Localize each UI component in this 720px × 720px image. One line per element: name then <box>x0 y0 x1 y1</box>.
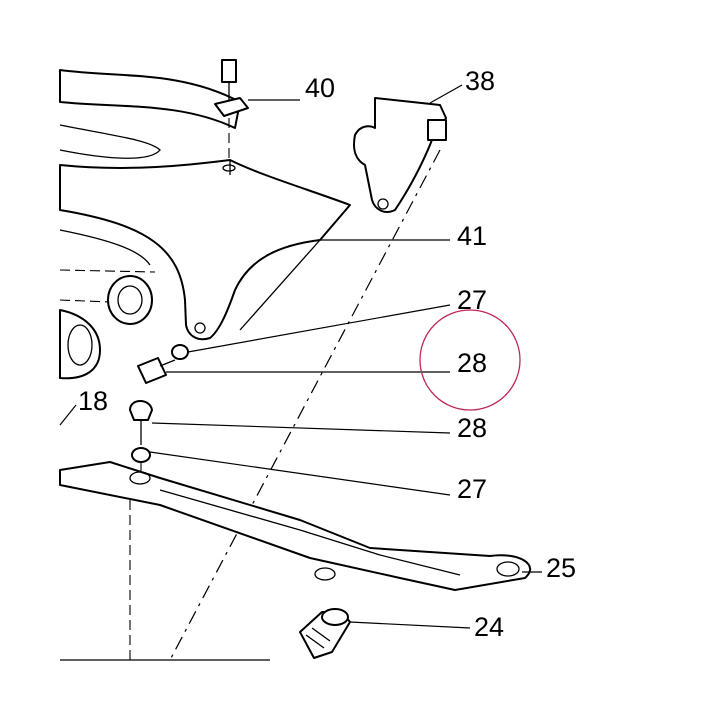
lower-bolt-group <box>129 400 153 480</box>
rail-rib <box>59 124 161 159</box>
plug-cap <box>321 608 349 626</box>
bushing-lower <box>59 309 101 380</box>
leader-lines <box>59 84 542 629</box>
bushings <box>59 275 153 380</box>
highlight-circle <box>419 309 521 411</box>
frame-structure <box>59 69 351 341</box>
bushing-upper-inner <box>117 285 143 315</box>
stud-nut <box>221 59 237 83</box>
washer-lower <box>131 447 151 463</box>
leader-24 <box>349 621 471 629</box>
support-bar <box>59 461 532 591</box>
bushing-lower-inner <box>67 324 93 366</box>
hidden-line-1 <box>59 269 156 273</box>
hidden-line-2 <box>59 299 111 303</box>
bracket-bolt-hole <box>194 322 206 334</box>
bar-hole-mid <box>314 567 336 581</box>
upper-bolt-group <box>137 344 189 384</box>
leader-27-top <box>187 304 451 353</box>
bar-hole-right <box>496 561 520 577</box>
callout-25: 25 <box>546 553 576 583</box>
stud-hole <box>222 164 236 172</box>
stud-washer <box>214 97 249 117</box>
bracket-edge <box>239 239 321 331</box>
bar-ridge <box>159 489 461 576</box>
leader-28-bottom <box>151 422 451 434</box>
plug-thread-2 <box>311 627 331 642</box>
callout-41: 41 <box>457 221 487 251</box>
leader-18 <box>59 404 77 426</box>
part-24-plug <box>299 608 351 659</box>
callout-18: 18 <box>78 386 108 416</box>
bracket-hole <box>377 198 389 210</box>
callout-27-bottom: 27 <box>457 474 487 504</box>
callout-40: 40 <box>305 73 335 103</box>
frame-contour <box>59 229 151 266</box>
upper-rail <box>59 69 241 129</box>
leader-38 <box>429 84 463 104</box>
bolt-head-lower <box>129 400 153 421</box>
callout-24: 24 <box>474 612 504 642</box>
callouts: 40 38 41 27 28 18 28 27 25 24 <box>78 66 576 642</box>
centre-line-main <box>169 149 441 661</box>
bar-hole-left <box>129 471 151 485</box>
bracket-tab <box>427 119 447 141</box>
callout-27-top: 27 <box>457 285 487 315</box>
reference-lines <box>59 149 441 661</box>
crossmember-bracket <box>59 159 351 341</box>
leader-27-bottom <box>149 451 451 496</box>
callout-28-top: 28 <box>457 348 487 378</box>
plug-thread-1 <box>305 634 325 649</box>
part-25-bar <box>59 461 532 591</box>
part-40-stud <box>214 59 249 160</box>
bracket-body <box>353 97 447 213</box>
washer-upper <box>171 344 189 360</box>
bolt-shank-upper <box>159 359 176 367</box>
part-38-bracket <box>353 97 447 213</box>
bushing-upper-outer <box>107 275 153 325</box>
callout-38: 38 <box>465 66 495 96</box>
bolt-head-upper <box>137 357 167 384</box>
callout-28-bottom: 28 <box>457 413 487 443</box>
